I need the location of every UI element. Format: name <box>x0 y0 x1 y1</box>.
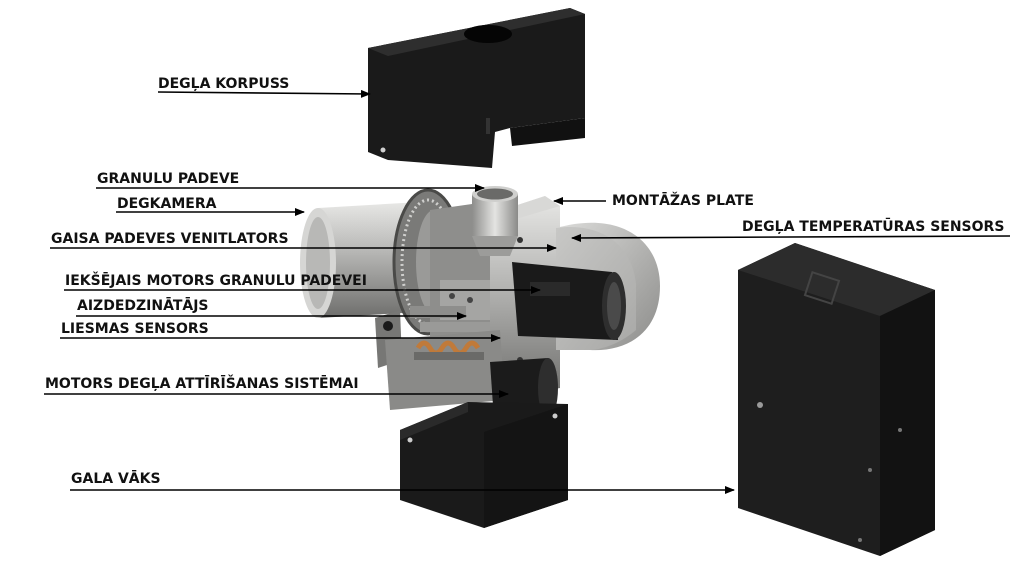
label-temperaturas-sensors: DEGĻA TEMPERATŪRAS SENSORS <box>742 219 1005 235</box>
bottom-tray-cover <box>400 402 568 528</box>
label-aizdedzinatajs: AIZDEDZINĀTĀJS <box>77 298 209 314</box>
label-liesmas-sensors: LIESMAS SENSORS <box>61 321 209 337</box>
label-granulu-padeve: GRANULU PADEVE <box>97 171 240 187</box>
end-cover-box <box>738 243 935 556</box>
label-motors-attirisana: MOTORS DEGĻA ATTĪRĪŠANAS SISTĒMAI <box>45 376 359 392</box>
label-gaisa-padeves-ventilators: GAISA PADEVES VENITLATORS <box>51 231 289 247</box>
leader-korpuss <box>157 89 371 98</box>
leader-lines <box>44 89 1011 494</box>
label-montazas-plate: MONTĀŽAS PLATE <box>612 193 754 209</box>
label-gala-vaks: GALA VĀKS <box>71 471 161 487</box>
label-degkamera: DEGKAMERA <box>117 196 217 212</box>
label-iekselais-motors: IEKŠĒJAIS MOTORS GRANULU PADEVEI <box>65 273 367 289</box>
label-degla-korpuss: DEGĻA KORPUSS <box>158 76 290 92</box>
internal-pellet-motor <box>512 262 626 340</box>
pellet-feed-pipe <box>472 186 518 256</box>
leader-temperaturas-sensors <box>571 233 1011 242</box>
top-housing-cover <box>368 8 585 168</box>
